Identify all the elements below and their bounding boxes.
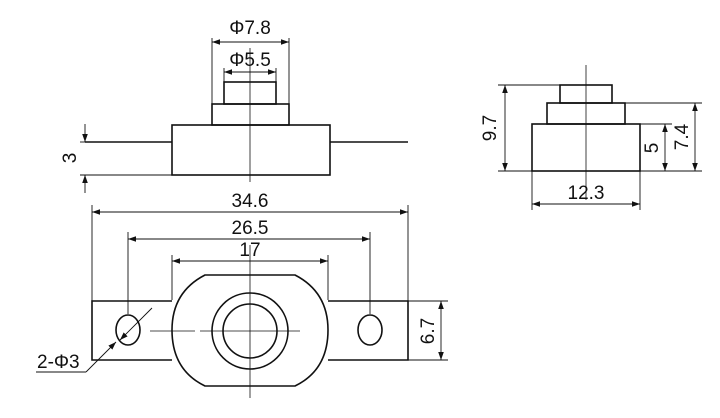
side-body-height-label: 5	[642, 143, 663, 154]
inner-diameter-label: Φ5.5	[229, 50, 271, 71]
flange-height-label: 6.7	[418, 318, 439, 344]
side-step-height-label: 7.4	[672, 123, 693, 150]
top-body-outline	[171, 274, 329, 387]
hole-pitch-label: 26.5	[232, 218, 269, 239]
side-width-label: 12.3	[568, 183, 605, 204]
left-mount-hole	[115, 314, 141, 346]
side-view: 9.7 7.4 5 12.3	[480, 65, 702, 210]
hole-leader-arrow-top	[119, 307, 153, 341]
hole-leader-arrow-bottom	[85, 341, 117, 373]
outer-diameter-label: Φ7.8	[229, 18, 271, 39]
top-view: 34.6 26.5 17 6.7 2-Φ3	[36, 191, 448, 398]
switch-body	[171, 124, 331, 176]
terminal-offset-label: 3	[60, 153, 81, 164]
right-mount-hole	[357, 314, 383, 346]
right-flange	[328, 300, 409, 361]
side-total-height-label: 9.7	[480, 115, 501, 141]
body-width-label: 17	[239, 240, 260, 261]
plunger-collar	[211, 103, 290, 126]
overall-length-label: 34.6	[232, 191, 269, 212]
left-flange	[91, 300, 172, 361]
hole-callout-label: 2-Φ3	[37, 352, 80, 373]
front-view: Φ7.8 Φ5.5 3	[60, 18, 408, 193]
